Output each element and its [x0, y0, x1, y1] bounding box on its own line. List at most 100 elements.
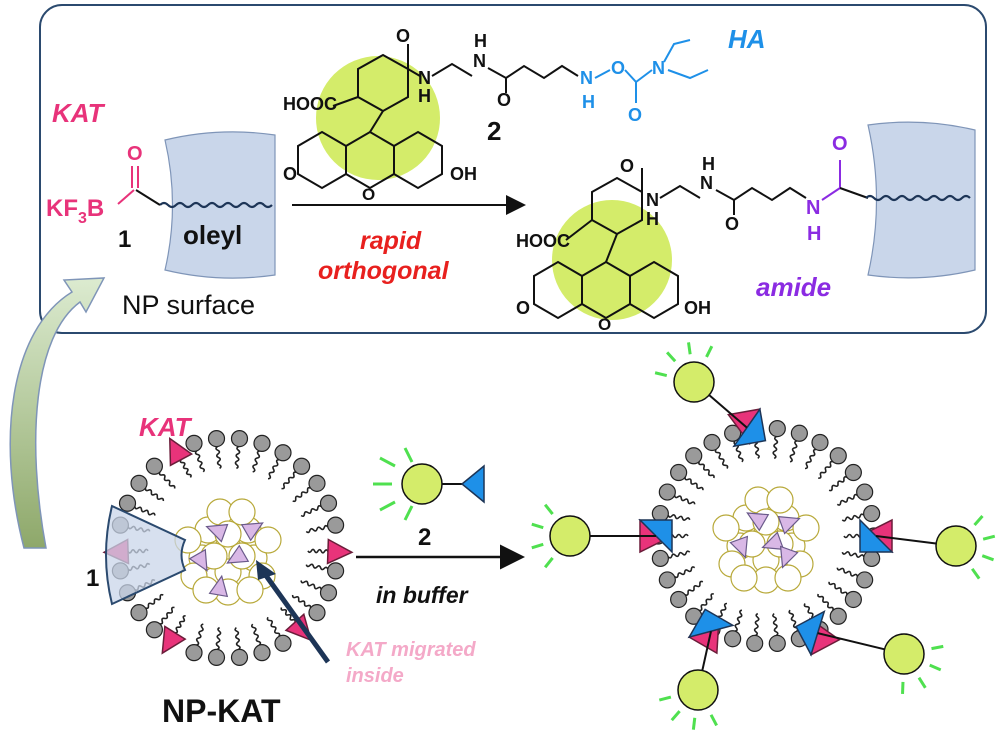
- highlight-sector-1: [105, 504, 187, 606]
- lipid-tail: [714, 449, 729, 469]
- lipid-head: [185, 644, 203, 662]
- reaction-panel-frame: [39, 4, 987, 334]
- cooh-bond-product: [565, 219, 593, 241]
- lipid-head: [118, 494, 137, 512]
- kat-label-top: KAT: [52, 98, 106, 128]
- lipid-head: [844, 463, 862, 482]
- lipid-tail: [674, 566, 696, 579]
- fluorescence-ray: [531, 542, 544, 550]
- n-label-ha: N: [580, 68, 593, 88]
- lipid-head: [326, 516, 345, 534]
- lipid-head: [811, 433, 829, 452]
- lipid-tail: [828, 476, 848, 492]
- curved-zoom-arrow: [9, 277, 106, 549]
- ethylene-chain-product: [659, 184, 701, 199]
- h-label-p2: H: [702, 154, 715, 174]
- amide-o-top: O: [396, 26, 410, 46]
- lipid-head: [670, 463, 688, 482]
- oleyl-chain-right: [865, 194, 971, 202]
- lipid-head: [130, 474, 148, 492]
- lipid-head: [844, 590, 862, 609]
- lipid-tail: [804, 448, 817, 470]
- n-label-ha-2: N: [652, 58, 665, 78]
- fluorescence-ray: [665, 351, 677, 363]
- core-bead: [792, 514, 820, 542]
- lipid-tail: [734, 609, 743, 632]
- core-bead: [254, 526, 282, 554]
- kat-triangle: [168, 437, 194, 467]
- lipid-head: [274, 634, 292, 652]
- lipid-tail: [836, 493, 858, 506]
- np-surface-sector-right: [867, 121, 976, 279]
- kat-triangle: [326, 538, 354, 565]
- no-bond-ha: [594, 69, 611, 79]
- fluorophore-circle: [883, 633, 925, 675]
- lipid-tail: [698, 461, 715, 479]
- fluorescence-ray: [929, 663, 942, 672]
- fluorescence-ray: [691, 717, 697, 730]
- migrated-kat-triangle: [746, 512, 770, 532]
- lipid-tail: [828, 581, 848, 595]
- lipid-tail: [673, 495, 696, 505]
- lipid-head: [308, 474, 326, 492]
- kat-triangle: [161, 625, 187, 655]
- lipid-tail: [818, 460, 834, 479]
- lipid-head: [703, 433, 721, 452]
- h-label-1: H: [418, 86, 431, 106]
- migrated-pointer-head: [256, 560, 276, 580]
- lipid-head: [829, 607, 847, 625]
- xanthene-o-product: O: [598, 315, 611, 334]
- lipid-head: [207, 648, 226, 666]
- fluorescence-ray: [670, 710, 681, 722]
- xanthene-right-ring-top: [393, 130, 443, 190]
- cooh-label-top: HOOC: [283, 94, 337, 114]
- oleyl-label: oleyl: [183, 220, 242, 250]
- compound-2-number-bottom: 2: [418, 524, 431, 551]
- lipid-head: [230, 648, 249, 666]
- butanoyl-chain-product: [715, 186, 807, 202]
- amide-cn-bond: [821, 187, 841, 201]
- h-label-ha: H: [582, 92, 595, 112]
- in-buffer-label: in buffer: [376, 582, 469, 608]
- kat-tail: [307, 548, 329, 554]
- lipid-head: [856, 571, 874, 589]
- n-label-p2: N: [700, 173, 713, 193]
- butanoyl-o-product: O: [725, 214, 739, 234]
- compound-2-number-top: 2: [487, 116, 501, 146]
- fluorescence-ray: [705, 345, 714, 358]
- amide-o-purple: O: [832, 133, 848, 155]
- lipid-tail: [145, 593, 164, 610]
- lipid-tail: [684, 477, 704, 491]
- kat-chain-bond: [135, 189, 161, 206]
- lipid-tail: [194, 450, 206, 473]
- kat-tail: [174, 615, 186, 634]
- compound-1-number-bottom: 1: [86, 565, 99, 592]
- lipid-head: [651, 504, 669, 523]
- amide-o-product: O: [620, 156, 634, 176]
- kat-carbonyl-o: O: [127, 143, 143, 165]
- h-label-amide: H: [807, 223, 821, 245]
- core-bead: [774, 564, 802, 592]
- butanoyl-o-top: O: [497, 90, 511, 110]
- core-bead: [766, 486, 794, 514]
- kat-migrated-label-1: KAT migrated: [346, 639, 476, 661]
- lipid-head: [207, 430, 226, 448]
- lipid-head: [253, 644, 271, 662]
- ketone-o-product: O: [516, 298, 530, 318]
- h-label-2: H: [474, 31, 487, 51]
- lipid-tail: [250, 623, 262, 646]
- ethyl-2-ha: [667, 69, 709, 80]
- fluorescence-ray: [543, 503, 554, 515]
- fluorescence-ray: [658, 695, 672, 702]
- migrated-kat-triangle: [205, 523, 229, 543]
- fluorescence-ray: [709, 714, 718, 727]
- oc-bond-ha: [624, 69, 637, 83]
- lipid-tail: [667, 514, 691, 521]
- kat-migrated-label-2: inside: [346, 665, 404, 687]
- lipid-tail: [234, 626, 241, 651]
- fluorophore-circle: [673, 361, 715, 403]
- lipid-tail: [841, 551, 865, 558]
- migrated-kat-triangle: [729, 535, 749, 559]
- cn-bond-ha: [635, 69, 653, 83]
- oh-label-product: OH: [684, 298, 711, 318]
